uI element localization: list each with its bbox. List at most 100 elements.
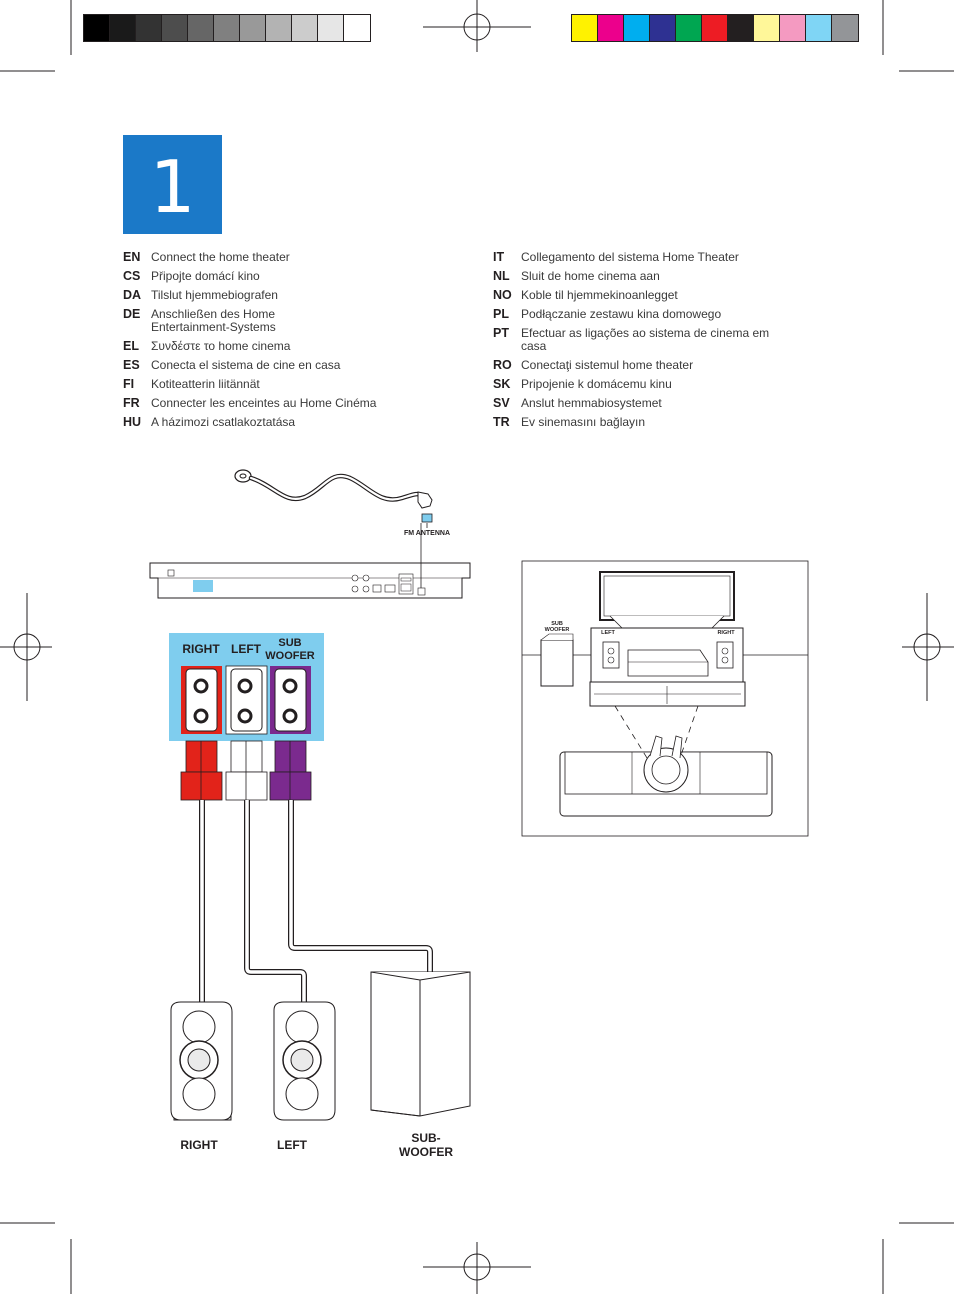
speaker-label-woofer: WOOFER xyxy=(399,1145,453,1159)
language-code: IT xyxy=(493,250,505,264)
instruction-row: NL Sluit de home cinema aan xyxy=(493,270,781,283)
instruction-text: Anslut hemmabiosystemet xyxy=(521,396,662,410)
language-code: SV xyxy=(493,396,510,410)
room-layout xyxy=(521,560,809,837)
instruction-text: Efectuar as ligações ao sistema de cinem… xyxy=(521,326,770,353)
instruction-row: CS Připojte domácí kino xyxy=(123,270,411,283)
process-color-swatch xyxy=(572,15,598,41)
grayscale-swatch xyxy=(318,15,344,41)
instruction-row: DA Tilslut hjemmebiografen xyxy=(123,289,411,302)
listening-lines xyxy=(614,705,699,759)
process-color-swatch xyxy=(702,15,728,41)
language-code: EL xyxy=(123,339,139,353)
grayscale-swatch xyxy=(214,15,240,41)
instruction-row: FR Connecter les enceintes au Home Cinéma xyxy=(123,397,411,410)
language-code: SK xyxy=(493,377,511,391)
grayscale-swatch xyxy=(84,15,110,41)
process-color-swatch xyxy=(728,15,754,41)
instruction-row: EN Connect the home theater xyxy=(123,251,411,264)
instruction-text: Kotiteatterin liitännät xyxy=(151,377,260,391)
process-color-swatch xyxy=(650,15,676,41)
room-label-left: LEFT xyxy=(601,630,615,636)
instruction-row: IT Collegamento del sistema Home Theater xyxy=(493,251,781,264)
instruction-row: FI Kotiteatterin liitännät xyxy=(123,378,411,391)
instruction-row: HU A házimozi csatlakoztatása xyxy=(123,416,411,429)
language-code: DA xyxy=(123,288,142,302)
instruction-row: EL Συνδέστε το home cinema xyxy=(123,340,411,353)
step-number: 1 xyxy=(149,145,196,229)
process-color-swatch xyxy=(754,15,780,41)
instruction-text: Connect the home theater xyxy=(151,250,290,264)
instruction-row: DE Anschließen des Home Entertainment-Sys… xyxy=(123,308,411,334)
instruction-row: NO Koble til hjemmekinoanlegget xyxy=(493,289,781,302)
speaker-cables xyxy=(199,800,433,1004)
grayscale-swatch xyxy=(188,15,214,41)
right-speaker xyxy=(170,1001,233,1121)
grayscale-swatch xyxy=(162,15,188,41)
grayscale-swatch xyxy=(292,15,318,41)
speaker-plugs xyxy=(180,740,312,801)
instruction-row: PT Efectuar as ligações ao sistema de cin… xyxy=(493,327,781,353)
instruction-text: Συνδέστε το home cinema xyxy=(151,339,291,353)
panel-label-left: LEFT xyxy=(231,642,262,656)
instruction-text: A házimozi csatlakoztatása xyxy=(151,415,296,429)
room-label-woofer: WOOFER xyxy=(545,627,570,633)
speaker-output-panel xyxy=(169,633,324,741)
speaker-label-left: LEFT xyxy=(277,1138,308,1152)
instruction-row: RO Conectaţi sistemul home theater xyxy=(493,359,781,372)
instruction-text: Collegamento del sistema Home Theater xyxy=(521,250,739,264)
instruction-text: Tilslut hjemmebiografen xyxy=(151,288,278,302)
process-color-swatch xyxy=(780,15,806,41)
home-theater-rear-panel xyxy=(149,523,471,599)
instruction-row: TR Ev sinemasını bağlayın xyxy=(493,416,781,429)
instruction-text: Conectaţi sistemul home theater xyxy=(521,358,694,372)
instruction-row: SV Anslut hemmabiosystemet xyxy=(493,397,781,410)
speaker-label-sub: SUB- xyxy=(411,1131,440,1145)
language-code: FI xyxy=(123,377,135,391)
instruction-text: Pripojenie k domácemu kinu xyxy=(521,377,672,391)
process-color-swatch xyxy=(676,15,702,41)
grayscale-swatch xyxy=(344,15,370,41)
language-code: DE xyxy=(123,307,141,321)
process-color-swatch xyxy=(598,15,624,41)
language-code: HU xyxy=(123,415,142,429)
instruction-text: Connecter les enceintes au Home Cinéma xyxy=(151,396,377,410)
room-label-sub: SUB xyxy=(551,621,563,627)
fm-antenna-label: FM ANTENNA xyxy=(404,530,450,537)
grayscale-swatch xyxy=(136,15,162,41)
grayscale-swatch xyxy=(240,15,266,41)
language-code: NL xyxy=(493,269,510,283)
process-color-swatch xyxy=(806,15,832,41)
instruction-text: Koble til hjemmekinoanlegget xyxy=(521,288,678,302)
language-code: CS xyxy=(123,269,141,283)
instruction-row: SK Pripojenie k domácemu kinu xyxy=(493,378,781,391)
panel-label-right: RIGHT xyxy=(182,642,220,656)
instruction-text: Sluit de home cinema aan xyxy=(521,269,660,283)
language-code: PT xyxy=(493,326,509,340)
instruction-text: Anschließen des Home Entertainment-Syste… xyxy=(151,307,276,334)
instruction-text: Conecta el sistema de cine en casa xyxy=(151,358,341,372)
language-code: EN xyxy=(123,250,141,264)
panel-label-sub: SUB xyxy=(278,637,301,649)
grayscale-swatch xyxy=(110,15,136,41)
language-code: FR xyxy=(123,396,140,410)
room-label-right: RIGHT xyxy=(717,630,735,636)
process-color-bar xyxy=(571,14,859,42)
subwoofer-speaker xyxy=(370,971,471,1117)
grayscale-color-bar xyxy=(83,14,371,42)
step-number-box: 1 xyxy=(123,135,222,234)
language-code: NO xyxy=(493,288,512,302)
instruction-text: Připojte domácí kino xyxy=(151,269,260,283)
left-speaker xyxy=(273,1001,336,1121)
process-color-swatch xyxy=(624,15,650,41)
language-code: TR xyxy=(493,415,510,429)
fm-antenna-wire xyxy=(234,469,433,523)
instruction-text: Ev sinemasını bağlayın xyxy=(521,415,646,429)
language-code: RO xyxy=(493,358,512,372)
speaker-label-right: RIGHT xyxy=(180,1138,218,1152)
